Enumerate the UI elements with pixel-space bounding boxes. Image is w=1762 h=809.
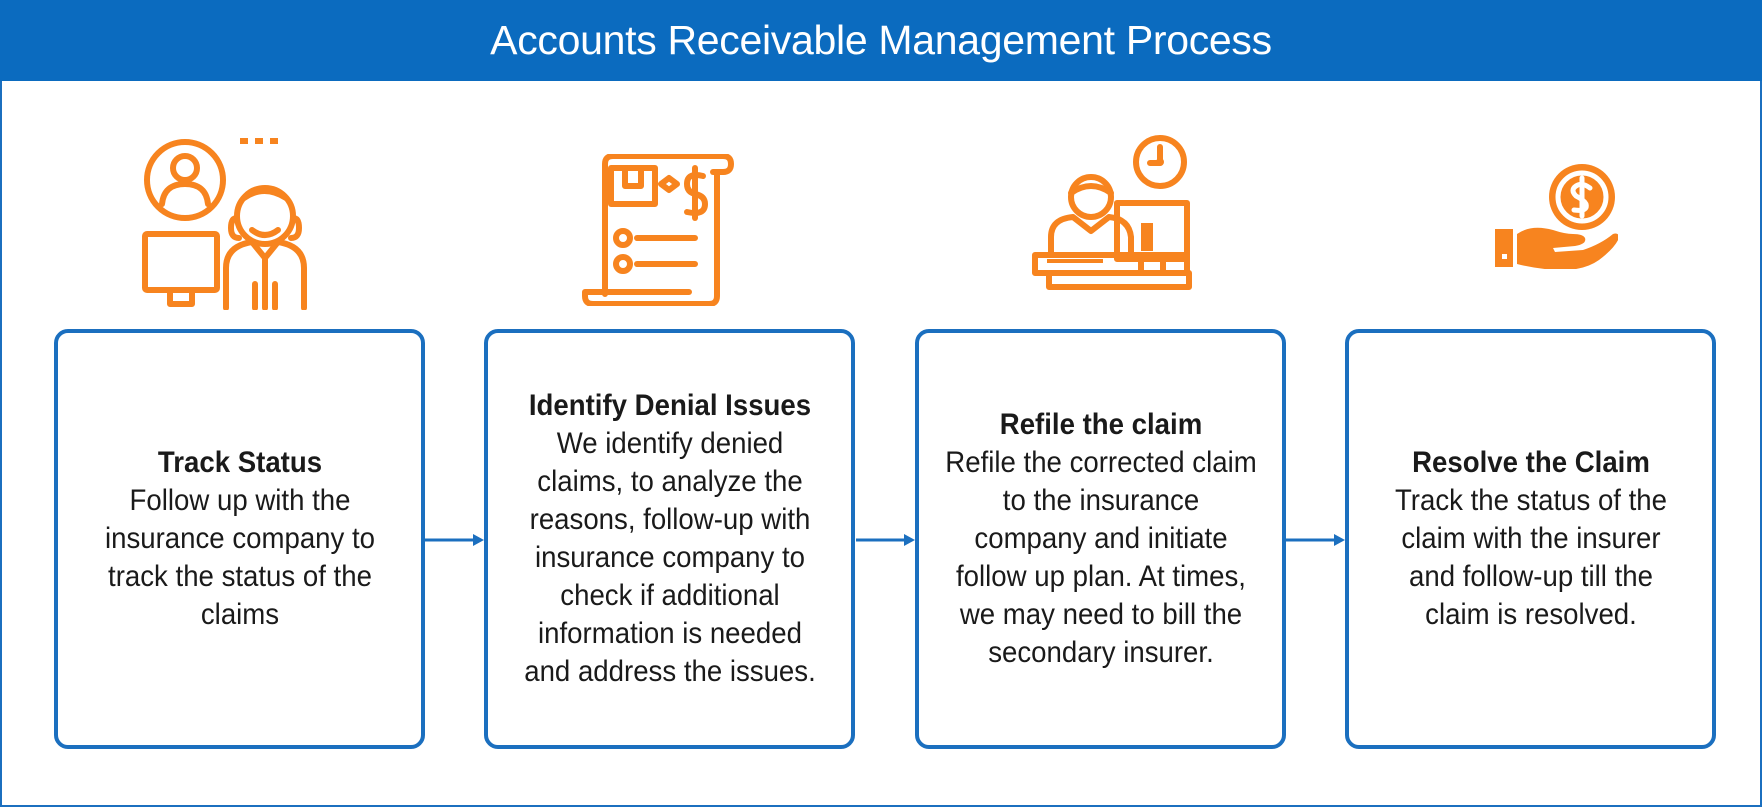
step-title: Identify Denial Issues — [528, 389, 811, 422]
flow-arrow — [1286, 534, 1345, 546]
step-description: Follow up with the insurance company to … — [104, 484, 375, 631]
step-description: Track the status of the claim with the i… — [1394, 484, 1667, 631]
header-bar: Accounts Receivable Management Process — [0, 0, 1762, 81]
flow-arrow — [425, 534, 484, 546]
step-box-track-status: Track Status Follow up with the insuranc… — [54, 329, 425, 749]
step-description: Refile the corrected claim to the insura… — [944, 446, 1257, 669]
step-description: We identify denied claims, to analyze th… — [523, 427, 816, 688]
step-box-refile-the-claim: Refile the claim Refile the corrected cl… — [915, 329, 1286, 749]
agent-with-computer-icon — [142, 138, 307, 310]
step-title: Track Status — [157, 446, 322, 479]
step-title: Refile the claim — [999, 408, 1202, 441]
step-title: Resolve the Claim — [1411, 446, 1650, 479]
page-title: Accounts Receivable Management Process — [490, 17, 1272, 63]
step-box-identify-denial-issues: Identify Denial Issues We identify denie… — [484, 329, 855, 749]
flow-arrow — [856, 534, 915, 546]
invoice-document-icon — [582, 154, 734, 306]
hand-with-coin-icon — [1495, 164, 1618, 269]
step-box-resolve-the-claim: Resolve the Claim Track the status of th… — [1345, 329, 1716, 749]
person-at-desk-clock-icon — [1032, 135, 1192, 290]
